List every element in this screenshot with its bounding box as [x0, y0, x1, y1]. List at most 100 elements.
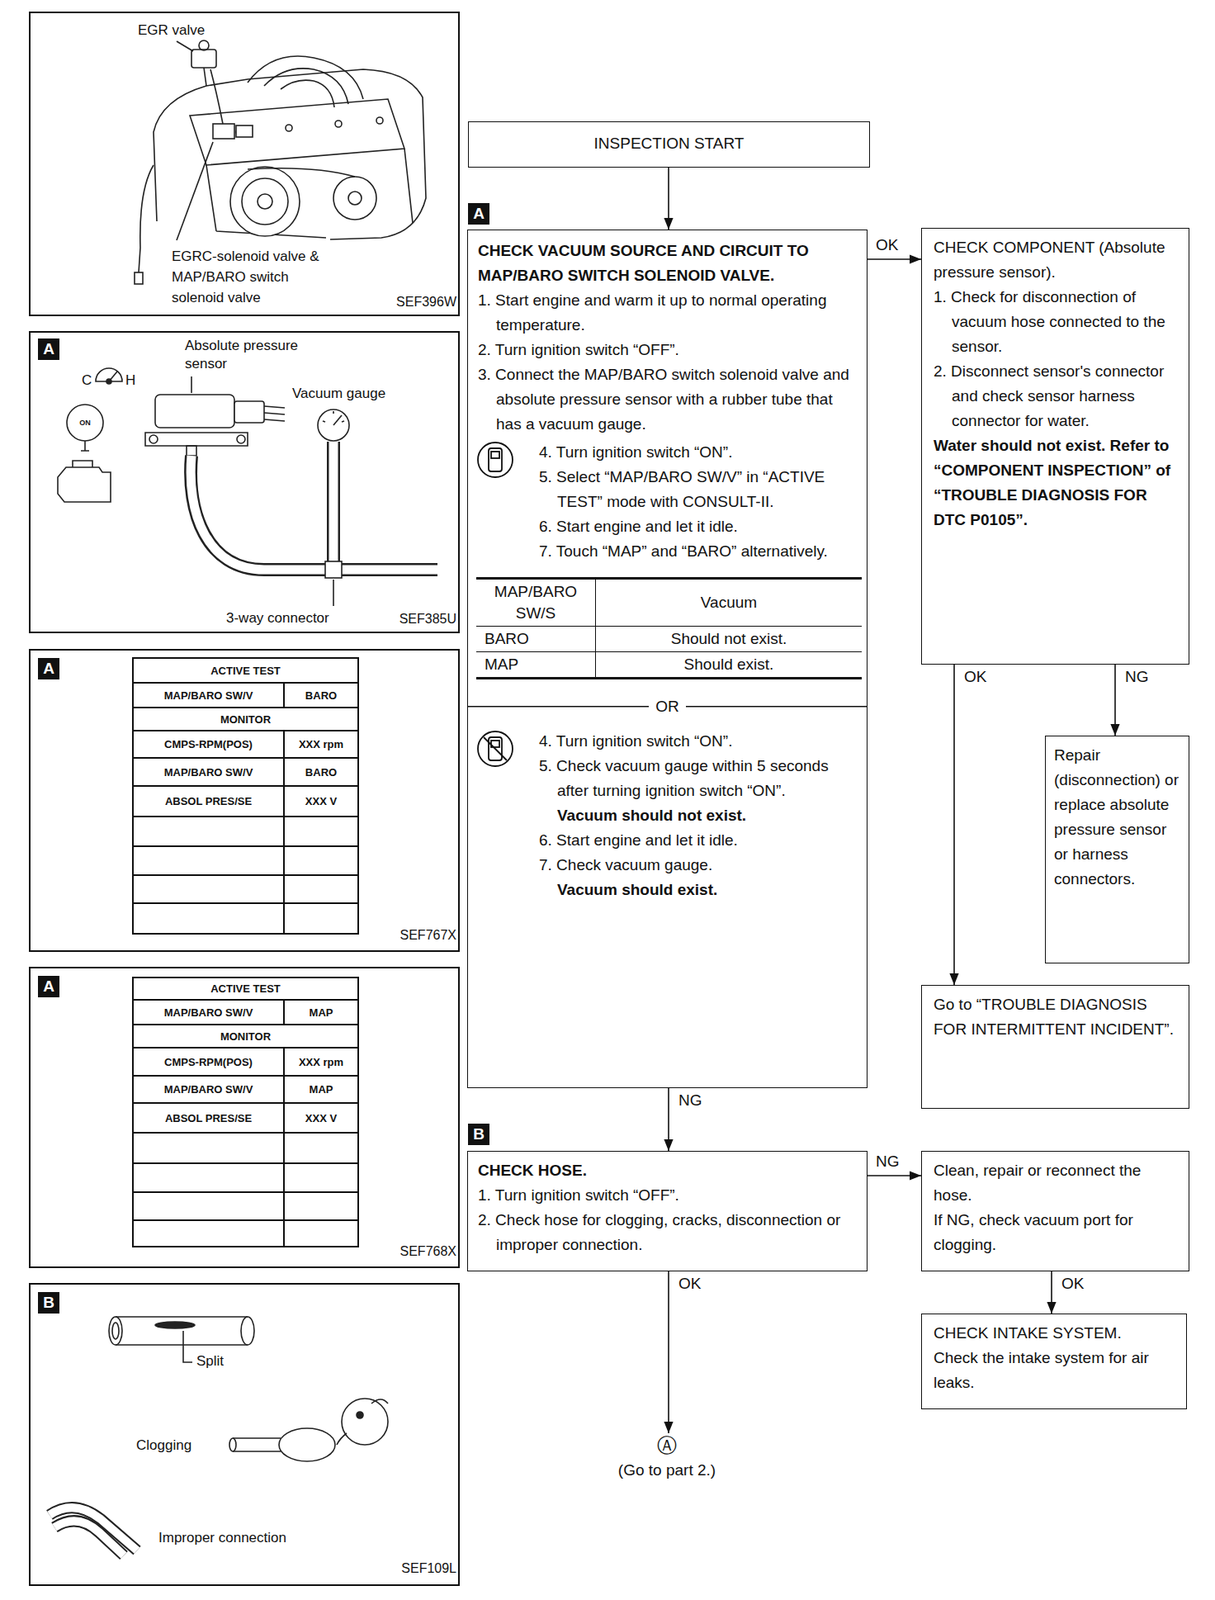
box-text: (Go to part 2.)	[584, 1457, 750, 1483]
result-text: Vacuum should not exist.	[538, 803, 857, 828]
connector-symbol: Ⓐ	[584, 1432, 750, 1458]
text-group: Ⓐ(Go to part 2.)	[584, 1432, 750, 1483]
flow-arrow	[667, 167, 670, 230]
part-label: Clogging	[136, 1436, 192, 1455]
process-box: CHECK INTAKE SYSTEM.Check the intake sys…	[921, 1313, 1187, 1409]
step-text: 1. Start engine and warm it up to normal…	[477, 288, 857, 338]
process-box: CHECK HOSE.1. Turn ignition switch “OFF”…	[467, 1150, 868, 1272]
switch-position: ON	[75, 417, 95, 428]
flow-arrow	[867, 258, 922, 261]
step-text: 6. Start engine and let it idle.	[538, 514, 857, 539]
connector-circle: Ⓐ(Go to part 2.)	[584, 1432, 750, 1483]
text-group: OR	[468, 694, 867, 719]
engine-drawing	[134, 40, 426, 284]
figure-code: SEF768X	[382, 1243, 457, 1260]
table-cell: Should not exist.	[595, 626, 862, 653]
box-text: CHECK COMPONENT (Absolute pressure senso…	[933, 235, 1178, 285]
panel-frame	[29, 1283, 459, 1585]
table-cell: MAP/BARO SW/V	[132, 757, 284, 786]
figure-marker: A	[37, 975, 60, 998]
step-text: 2. Check hose for clogging, cracks, disc…	[477, 1207, 857, 1258]
text-group: Repair (disconnection) or replace absolu…	[1054, 742, 1181, 892]
table-cell: BARO	[283, 682, 359, 708]
text-group: CHECK VACUUM SOURCE AND CIRCUIT TO MAP/B…	[477, 238, 857, 289]
text-group: Go to “TROUBLE DIAGNOSIS FOR INTERMITTEN…	[933, 992, 1178, 1042]
box-heading: CHECK VACUUM SOURCE AND CIRCUIT TO MAP/B…	[477, 238, 857, 289]
box-heading: CHECK HOSE.	[477, 1158, 857, 1183]
step-text: 1. Turn ignition switch “OFF”.	[477, 1182, 857, 1208]
table-cell: MAP	[283, 1075, 359, 1103]
result-text: Vacuum should exist.	[538, 877, 857, 903]
flow-arrow	[667, 1087, 670, 1151]
part-label: EGRC-solenoid valve & MAP/BARO switch so…	[171, 245, 337, 308]
edge-label: OK	[1059, 1274, 1086, 1293]
table-cell: XXX rpm	[283, 1047, 359, 1076]
table-cell: ABSOL PRES/SE	[132, 785, 284, 817]
table-grid	[132, 657, 359, 1247]
edge-label: NG	[676, 1091, 705, 1110]
panel-frame	[29, 649, 459, 951]
step-text: 1. Check for disconnection of vacuum hos…	[933, 284, 1178, 360]
table-cell: MAP	[476, 652, 596, 680]
part-label: Absolute pressure sensor	[184, 336, 317, 374]
process-box: Go to “TROUBLE DIAGNOSIS FOR INTERMITTEN…	[921, 984, 1190, 1109]
step-text: 7. Touch “MAP” and “BARO” alternatively.	[538, 538, 857, 564]
table-cell: MAP/BARO SW/S	[476, 576, 596, 627]
table-cell: ACTIVE TEST	[132, 657, 359, 683]
edge-label: OK	[874, 236, 900, 255]
text-group: 4. Turn ignition switch “ON”.5. Check va…	[538, 728, 857, 903]
part-label: EGR valve	[137, 21, 205, 40]
box-text: Clean, repair or reconnect the hose.	[933, 1158, 1178, 1208]
text-group: MAP/BARO SW/SVacuumBAROShould not exist.…	[476, 576, 862, 680]
part-label: Split	[196, 1352, 224, 1371]
edge-label: NG	[874, 1152, 902, 1171]
table-cell: ACTIVE TEST	[132, 977, 359, 1000]
vacuum-test-drawing	[57, 368, 438, 606]
box-text: Go to “TROUBLE DIAGNOSIS FOR INTERMITTEN…	[933, 992, 1178, 1042]
process-box: CHECK COMPONENT (Absolute pressure senso…	[921, 227, 1190, 665]
step-marker: B	[468, 1123, 490, 1145]
table-cell: MAP	[283, 999, 359, 1025]
table-cell: CMPS-RPM(POS)	[132, 1047, 284, 1076]
part-label: Improper connection	[158, 1528, 287, 1547]
figure-code: SEF385U	[382, 610, 457, 628]
table-cell: Vacuum	[595, 576, 862, 627]
box-text: Check the intake system for air leaks.	[933, 1345, 1175, 1395]
step-text: 7. Check vacuum gauge.	[538, 852, 857, 878]
figure-code: SEF396W	[382, 293, 457, 311]
step-text: 6. Start engine and let it idle.	[538, 827, 857, 853]
step-marker: A	[468, 203, 490, 225]
flow-arrow	[867, 1174, 922, 1177]
flow-arrow	[1114, 664, 1116, 736]
table-cell: MAP/BARO SW/V	[132, 999, 284, 1025]
part-label: Vacuum gauge	[292, 384, 386, 403]
box-text: INSPECTION START	[477, 131, 861, 157]
table-cell: XXX V	[283, 785, 359, 817]
text-group: CHECK INTAKE SYSTEM.Check the intake sys…	[933, 1320, 1175, 1395]
process-box: Repair (disconnection) or replace absolu…	[1044, 735, 1190, 964]
figure-marker: A	[37, 338, 60, 360]
text-group: 4. Turn ignition switch “ON”.5. Select “…	[538, 439, 857, 564]
step-text: 3. Connect the MAP/BARO switch solenoid …	[477, 362, 857, 437]
consult-icon	[477, 442, 513, 478]
gauge-mark: H	[125, 371, 136, 390]
table-cell: XXX rpm	[283, 730, 359, 758]
start-box: INSPECTION START	[468, 121, 870, 168]
panel-frame	[29, 967, 459, 1268]
table-cell: MONITOR	[132, 707, 359, 731]
process-box: Clean, repair or reconnect the hose.If N…	[921, 1150, 1190, 1272]
flow-arrow	[953, 664, 955, 985]
no-consult-icon	[477, 731, 513, 766]
flow-arrow	[1050, 1271, 1053, 1314]
table-cell: MAP/BARO SW/V	[132, 682, 284, 708]
table-cell: CMPS-RPM(POS)	[132, 730, 284, 758]
edge-label: NG	[1123, 667, 1151, 686]
or-separator: OR	[648, 697, 686, 715]
table-cell: ABSOL PRES/SE	[132, 1102, 284, 1133]
table-cell: XXX V	[283, 1102, 359, 1133]
text-group: CHECK HOSE.1. Turn ignition switch “OFF”…	[477, 1158, 857, 1258]
edge-label: OK	[676, 1274, 703, 1293]
table-cell: MONITOR	[132, 1024, 359, 1048]
hose-drawing	[49, 1316, 388, 1556]
